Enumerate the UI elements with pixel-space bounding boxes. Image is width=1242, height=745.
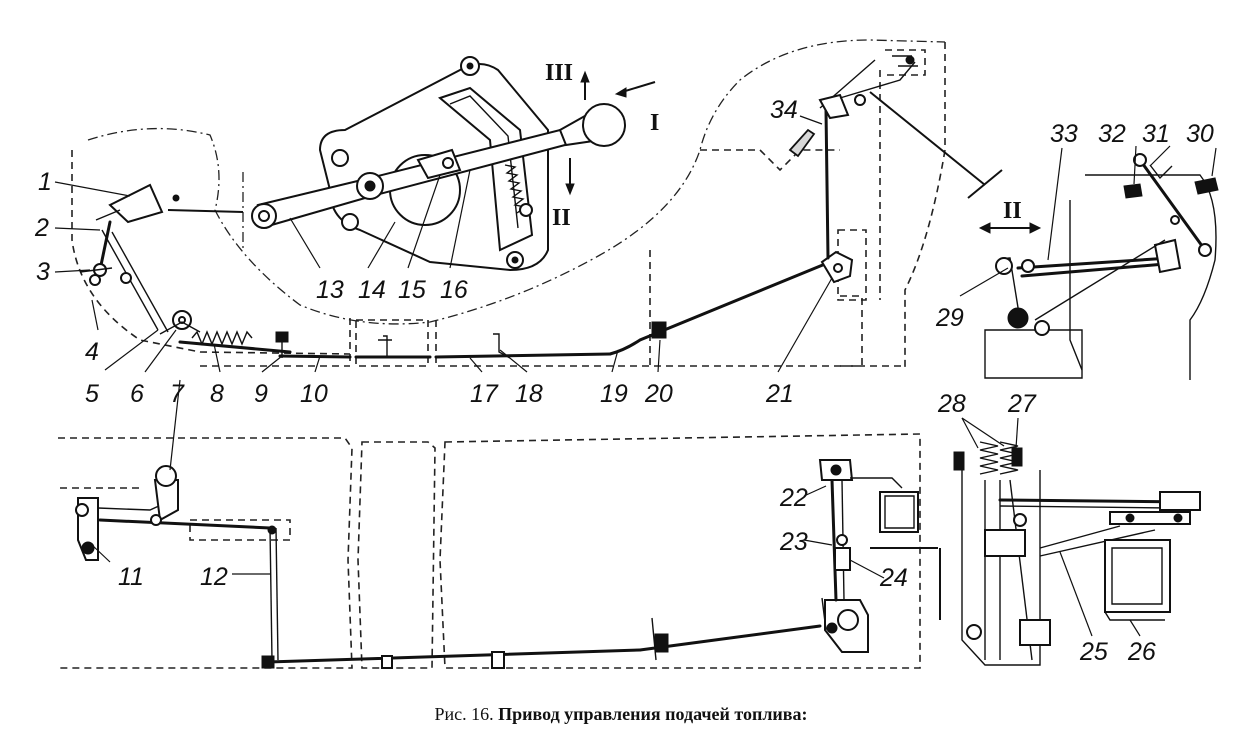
label-5: 5 [85,380,99,408]
label-33: 33 [1050,120,1078,148]
view-II-mark: II [1003,198,1022,224]
label-8: 8 [210,380,224,408]
label-19: 19 [600,380,628,408]
lever-position-marks: I II III II [545,60,1042,234]
caption-title: Привод управления подачей топлива: [498,704,808,724]
label-29: 29 [935,304,964,332]
label-10: 10 [300,380,328,408]
pedal-linkage-left [79,183,352,359]
label-16: 16 [440,276,468,304]
position-III: III [545,60,573,86]
label-23: 23 [779,528,808,556]
part-number-labels: 1 2 3 4 5 6 7 8 9 10 11 12 13 14 15 16 1… [34,96,1214,666]
leader-lines [54,115,1171,637]
label-20: 20 [644,380,673,408]
detail-view-regulator [939,441,1201,666]
label-28: 28 [937,390,966,418]
lower-body-outline [58,433,921,669]
caption-prefix: Рис. 16. [434,704,494,724]
label-15: 15 [398,276,426,304]
label-30: 30 [1186,120,1214,148]
label-7: 7 [170,380,185,408]
hand-throttle-lever-detail [167,56,656,272]
label-31: 31 [1142,120,1170,148]
label-12: 12 [200,563,228,591]
position-II: II [552,205,571,231]
label-2: 2 [34,214,49,242]
label-17: 17 [470,380,499,408]
label-25: 25 [1079,638,1108,666]
label-6: 6 [130,380,144,408]
label-3: 3 [36,258,50,286]
label-9: 9 [254,380,268,408]
lower-linkage [75,459,938,669]
label-22: 22 [779,484,808,512]
label-14: 14 [358,276,386,304]
label-21: 21 [765,380,794,408]
label-4: 4 [85,338,99,366]
detail-view-pedal-stop [984,145,1219,380]
label-34: 34 [770,96,798,124]
label-26: 26 [1127,638,1156,666]
label-24: 24 [879,564,908,592]
figure-caption: Рис. 16. Привод управления подачей топли… [0,704,1242,725]
label-27: 27 [1007,390,1037,418]
position-I: I [650,110,659,136]
label-11: 11 [118,563,144,591]
label-13: 13 [316,276,344,304]
central-rod [354,55,1003,359]
label-32: 32 [1098,120,1126,148]
label-18: 18 [515,380,543,408]
label-1: 1 [38,168,52,196]
